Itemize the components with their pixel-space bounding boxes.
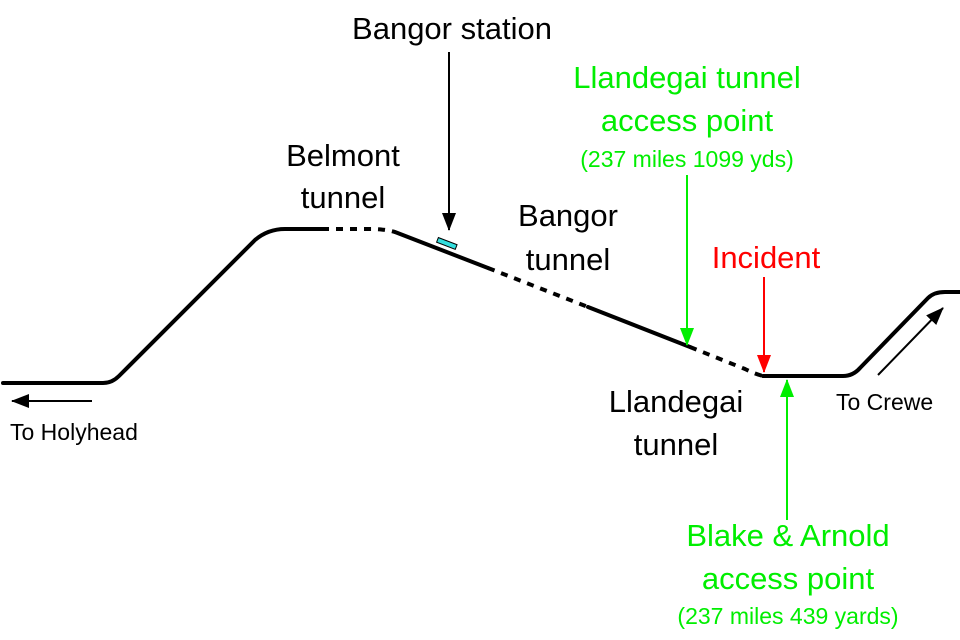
to-crewe-label: To Crewe <box>836 389 933 415</box>
track-holyhead-section <box>1 227 324 385</box>
bangor-tunnel-label-1: Bangor <box>518 198 618 233</box>
blake-arnold-access-mileage: (237 miles 439 yards) <box>677 603 898 629</box>
llandegai-access-mileage: (237 miles 1099 yds) <box>580 146 794 172</box>
llandegai-tunnel-label-1: Llandegai <box>609 384 743 419</box>
llandegai-tunnel-label-2: tunnel <box>634 427 718 462</box>
bangor-tunnel-label-2: tunnel <box>526 242 610 277</box>
bangor-tunnel-track <box>487 266 589 309</box>
llandegai-access-label-2: access point <box>601 103 774 138</box>
to-crewe-arrow <box>877 307 944 376</box>
incident-label: Incident <box>712 240 821 275</box>
belmont-tunnel-track <box>322 227 396 234</box>
track-bangor-station-section <box>393 230 490 270</box>
bangor-station-platform <box>435 236 458 251</box>
to-holyhead-label: To Holyhead <box>10 419 138 445</box>
belmont-tunnel-label-2: tunnel <box>301 180 385 215</box>
track-mid-section <box>586 305 692 349</box>
belmont-tunnel-label-1: Belmont <box>286 138 400 173</box>
blake-arnold-access-label-2: access point <box>702 561 875 596</box>
llandegai-tunnel-track <box>689 345 764 378</box>
llandegai-access-label-1: Llandegai tunnel <box>573 60 801 95</box>
track-crewe-section <box>761 290 960 378</box>
bangor-station-label: Bangor station <box>352 11 552 46</box>
blake-arnold-access-label-1: Blake & Arnold <box>686 518 889 553</box>
